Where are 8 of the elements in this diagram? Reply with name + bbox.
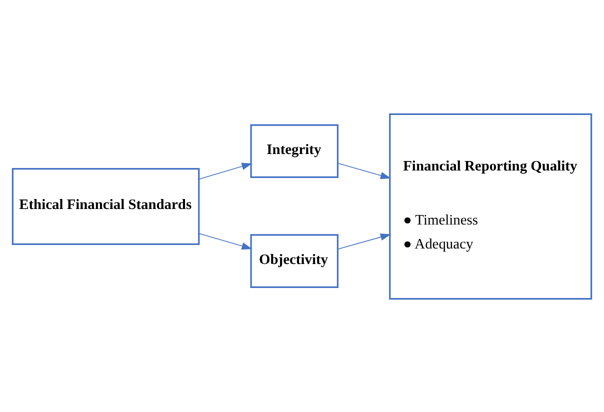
node-box: Financial Reporting Quality ● Timeliness ● Adequacy (389, 112, 592, 300)
arrow (337, 162, 391, 179)
node-box: Integrity (250, 124, 339, 178)
arrow (198, 232, 252, 250)
node-box: Ethical Financial Standards (12, 167, 200, 245)
arrow (198, 162, 252, 180)
arrow (337, 233, 391, 249)
node-box: Objectivity (250, 234, 339, 288)
